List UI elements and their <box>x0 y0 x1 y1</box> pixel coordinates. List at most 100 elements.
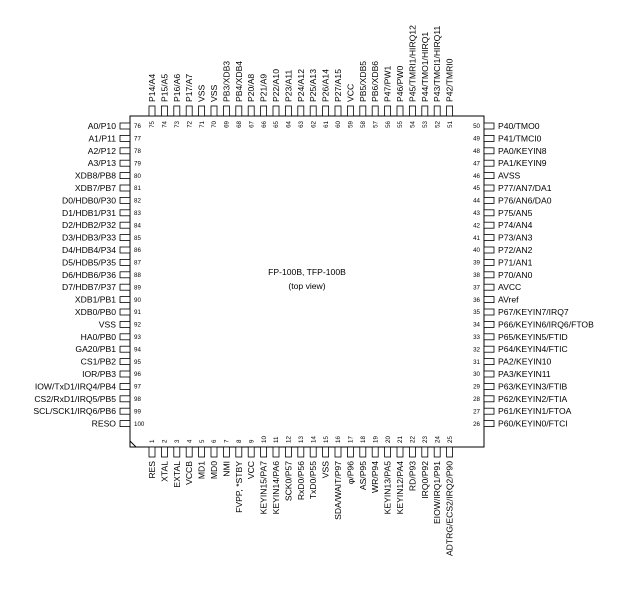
pin-lead <box>346 446 354 458</box>
pin-lead <box>483 320 495 328</box>
pin-lead <box>119 147 131 155</box>
pin-label: P45/TMRI1/HIRQ12 <box>407 25 417 102</box>
pin-number: 52 <box>434 120 441 127</box>
pin-number: 59 <box>348 120 355 127</box>
pin-number: 22 <box>410 436 417 443</box>
pin-lead <box>483 147 495 155</box>
pin-lead <box>483 308 495 316</box>
pin-number: 38 <box>473 272 480 279</box>
pin-label: P72/AN2 <box>498 245 533 255</box>
pin-label: D4/HDB4/P34 <box>62 245 116 255</box>
pin-label: VCC <box>345 84 355 102</box>
pin-label: PB4/XDB4 <box>234 61 244 102</box>
pin-label: KEYIN15/PA7 <box>259 461 269 515</box>
pin-lead <box>371 446 379 458</box>
pin-number: 98 <box>134 396 141 403</box>
pin-number: 50 <box>473 123 480 130</box>
pin-label: A1/P11 <box>88 133 116 143</box>
pin-number: 100 <box>134 421 145 428</box>
pin-label: D0/HDB0/P30 <box>62 195 116 205</box>
pin-lead <box>185 105 193 117</box>
pin-label: P25/A13 <box>308 69 318 102</box>
pin-label: TxD0/P55 <box>308 461 318 499</box>
pin-number: 24 <box>434 436 441 443</box>
pin-label: P64/KEYIN4/FTIC <box>498 344 568 354</box>
pin-lead <box>119 358 131 366</box>
pin-number: 70 <box>211 120 218 127</box>
pin-number: 33 <box>473 334 480 341</box>
pin-label: MD0 <box>209 461 219 479</box>
pin-lead <box>119 308 131 316</box>
pin-lead <box>446 105 454 117</box>
pin-lead <box>384 105 392 117</box>
pin-number: 27 <box>473 408 480 415</box>
pin-lead <box>334 446 342 458</box>
pin-lead <box>483 258 495 266</box>
pin-label: HA0/PB0 <box>81 332 117 342</box>
pin-label: VSS <box>209 85 219 102</box>
pin-lead <box>235 446 243 458</box>
pin-label: IRQ0/P92 <box>420 461 430 499</box>
pin-label: P43/TMCI1/HIRQ11 <box>432 26 442 102</box>
pin-lead <box>359 446 367 458</box>
pin-label: A0/P10 <box>88 121 116 131</box>
pin-lead <box>119 333 131 341</box>
pin-number: 81 <box>134 185 141 192</box>
pin-lead <box>396 105 404 117</box>
pin-number: 66 <box>261 120 268 127</box>
pin-number: 21 <box>397 436 404 443</box>
pin-label: XTAL <box>159 461 169 482</box>
pin-lead <box>119 395 131 403</box>
pin-number: 23 <box>422 436 429 443</box>
pin-number: 39 <box>473 260 480 267</box>
pin-label: KEYIN12/PA4 <box>395 461 405 515</box>
pin-lead <box>483 122 495 130</box>
pin-number: 25 <box>447 436 454 443</box>
pin-number: 40 <box>473 247 480 254</box>
pin-label: P47/PW1 <box>383 65 393 102</box>
pin-number: 86 <box>134 247 141 254</box>
pin-lead <box>421 105 429 117</box>
pin-number: 58 <box>360 120 367 127</box>
pin-number: 2 <box>162 439 169 443</box>
pin-label: P44/TMO1/HIRQ1 <box>420 32 430 102</box>
pin-label: P60/KEYIN0/FTCI <box>498 419 568 429</box>
pin-lead <box>483 209 495 217</box>
pin-label: φ/P96 <box>345 461 355 484</box>
pin-label: P73/AN3 <box>498 233 533 243</box>
pin-label: RES <box>147 461 157 479</box>
pin-lead <box>119 221 131 229</box>
pin-number: 99 <box>134 408 141 415</box>
pin-number: 61 <box>323 120 330 127</box>
pin-label: P42/TMRI0 <box>445 58 455 102</box>
pin-lead <box>119 258 131 266</box>
pin-number: 13 <box>298 436 305 443</box>
pin-label: A3/P13 <box>88 158 116 168</box>
pin-number: 3 <box>174 439 181 443</box>
pin-label: VSS <box>197 85 207 102</box>
pin-number: 92 <box>134 322 141 329</box>
pin-lead <box>408 105 416 117</box>
pin-label: MD1 <box>197 461 207 479</box>
pin-lead <box>260 446 268 458</box>
pin-number: 48 <box>473 148 480 155</box>
pin-label: KEYIN13/PA5 <box>383 461 393 515</box>
pin-lead <box>247 446 255 458</box>
pin-lead <box>272 446 280 458</box>
pin-number: 11 <box>273 436 280 443</box>
pin-label: P61/KEYIN1/FTOA <box>498 406 572 416</box>
pin-number: 97 <box>134 384 141 391</box>
pin-lead <box>119 134 131 142</box>
pin-lead <box>198 446 206 458</box>
pin-lead <box>483 420 495 428</box>
pin-lead <box>284 105 292 117</box>
pin-label: D1/HDB1/P31 <box>62 208 116 218</box>
pin-label: P17/A7 <box>184 74 194 102</box>
pin-lead <box>119 370 131 378</box>
pin-label: A2/P12 <box>88 146 116 156</box>
pin-number: 46 <box>473 173 480 180</box>
pins-left-group: 76A0/P1077A1/P1178A2/P1279A3/P1380XDB8/P… <box>33 121 145 429</box>
pin-label: D7/HDB7/P37 <box>62 282 116 292</box>
